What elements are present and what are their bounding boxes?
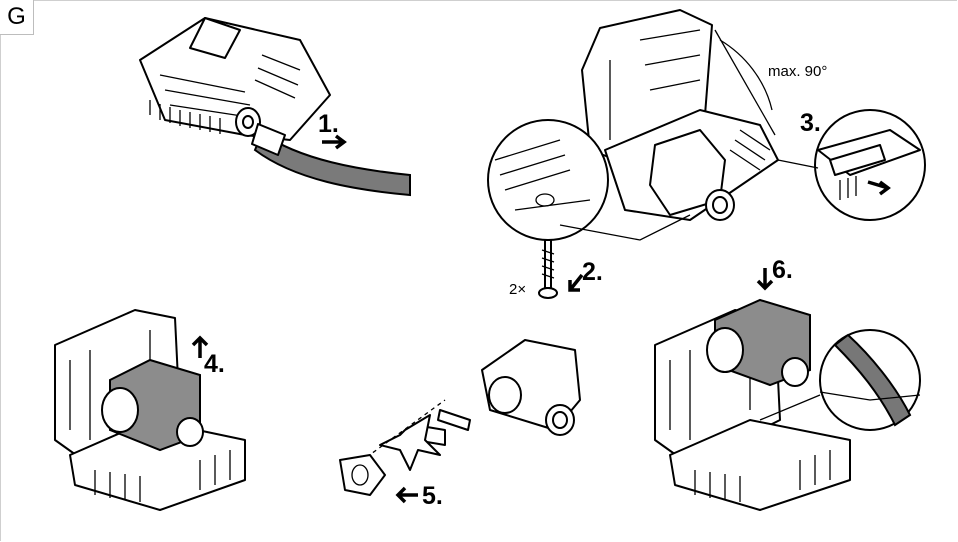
rotor-removal-illustration [339,339,581,504]
step-3-label: 3. [800,109,821,137]
angle-annotation: max. 90° [768,63,827,80]
step-1-label: 1. [318,110,339,138]
step-6-label: 6. [772,256,793,284]
remove-motor-illustration [54,309,246,511]
step-2-label: 2. [582,258,603,286]
opened-housing-illustration [487,9,926,299]
step-4-label: 4. [204,350,225,378]
screw-count-annotation: 2× [509,281,526,298]
section-badge: G [0,0,34,35]
step-5-label: 5. [422,482,443,510]
pump-with-hose-illustration [139,17,411,197]
reinsert-motor-illustration [654,268,921,511]
